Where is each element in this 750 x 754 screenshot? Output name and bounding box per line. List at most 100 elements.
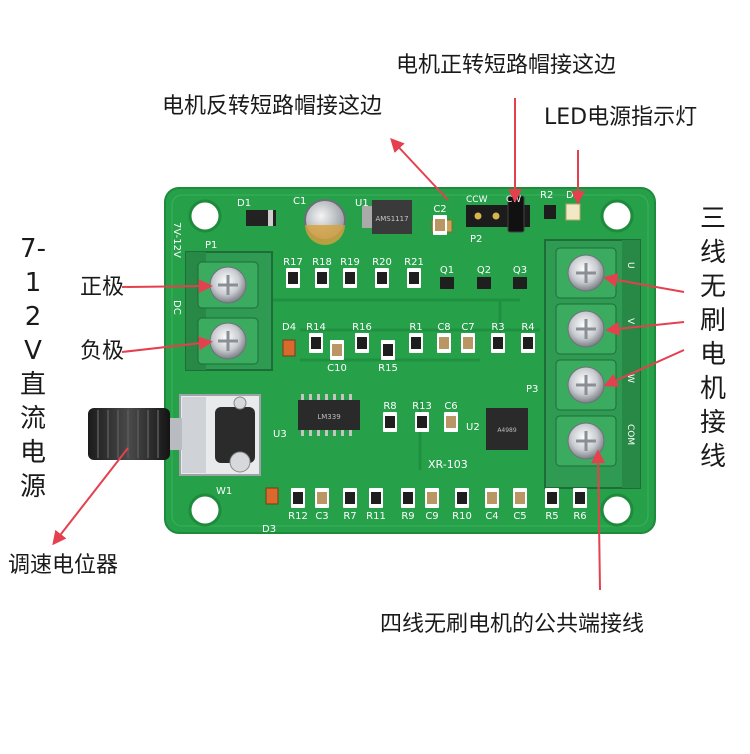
smd-component	[433, 215, 447, 235]
connector-label: P3	[526, 384, 538, 395]
component-label: R8	[383, 401, 396, 412]
diode-d4	[282, 339, 296, 357]
connector-label: P2	[470, 234, 482, 245]
forward-jumper-label: 电机正转短路帽接这边	[396, 53, 617, 78]
component-label: C3	[315, 511, 328, 522]
smd-component	[409, 333, 423, 353]
smd-component	[291, 488, 305, 508]
smd-component	[375, 268, 389, 288]
component-label: R1	[409, 322, 422, 333]
ic-label: U2	[466, 422, 480, 433]
arrow-negative	[121, 336, 213, 353]
voltage-regulator: AMS1117	[362, 200, 412, 234]
smd-component	[573, 488, 587, 508]
component-label: R19	[340, 257, 360, 268]
component-label: R4	[521, 322, 534, 333]
component-label: R20	[372, 257, 392, 268]
component-label: R11	[366, 511, 386, 522]
direction-jumper	[466, 195, 530, 233]
dc-silk: DC	[171, 300, 182, 315]
arrow-three-wire-u	[603, 273, 685, 293]
smd-component	[455, 488, 469, 508]
smd-component	[415, 412, 429, 432]
board-model: XR-103	[428, 458, 468, 471]
diode-label: D4	[282, 322, 296, 333]
positive-label: 正极	[80, 275, 125, 300]
smd-component	[355, 333, 369, 353]
smd-component	[315, 268, 329, 288]
transistor-label: Q3	[513, 265, 527, 276]
component-label: C8	[437, 322, 450, 333]
component-label: C9	[425, 511, 438, 522]
mounting-hole	[188, 493, 222, 527]
speed-pot-label: 调速电位器	[8, 553, 119, 578]
ic-label: U1	[355, 198, 369, 209]
pot-label: W1	[216, 486, 232, 497]
motor-pin-label: W	[625, 374, 635, 383]
motor-driver-ic: A4989	[486, 408, 528, 450]
potentiometer	[88, 394, 261, 476]
diode-label: D1	[237, 198, 251, 209]
smd-component	[343, 268, 357, 288]
three-wire-label: 三线无刷电机接线	[699, 204, 726, 472]
component-label: R3	[491, 322, 504, 333]
transistor	[477, 277, 491, 289]
smd-component	[491, 333, 505, 353]
jumper-cw-label: CW	[506, 195, 521, 205]
component-label: R10	[452, 511, 472, 522]
svg-text:AMS1117: AMS1117	[375, 215, 408, 223]
component-label: R16	[352, 322, 372, 333]
mounting-hole	[188, 199, 222, 233]
component-label: C7	[461, 322, 474, 333]
smd-component	[444, 412, 458, 432]
connector-label: P1	[205, 240, 217, 251]
power-led	[565, 203, 581, 221]
smd-component	[309, 333, 323, 353]
smd-component	[369, 488, 383, 508]
diode-d3	[265, 487, 279, 505]
voltage-label: 7-12V直流电源	[19, 234, 46, 502]
smd-component	[315, 488, 329, 508]
smd-component	[437, 333, 451, 353]
component-label: R13	[412, 401, 432, 412]
jumper-ccw-label: CCW	[466, 195, 488, 205]
component-label: C6	[444, 401, 457, 412]
capacitor-label: C1	[293, 196, 306, 207]
arrow-four-wire-common	[591, 449, 606, 591]
smd-component	[425, 488, 439, 508]
power-terminal-block	[185, 251, 273, 371]
component-label: C10	[327, 363, 347, 374]
motor-pin-label: V	[625, 318, 635, 325]
arrow-three-wire-v	[605, 321, 685, 336]
smd-component	[407, 268, 421, 288]
component-label: R17	[283, 257, 303, 268]
smd-component	[343, 488, 357, 508]
smd-component	[383, 412, 397, 432]
diode-label: D3	[262, 524, 276, 535]
mounting-hole	[600, 199, 634, 233]
svg-text:LM339: LM339	[317, 413, 340, 421]
component-label: R14	[306, 322, 326, 333]
component-label: R9	[401, 511, 414, 522]
arrow-reverse-jumper	[390, 137, 449, 201]
transistor-label: Q1	[440, 265, 454, 276]
smd-component	[401, 488, 415, 508]
power-silk: 7V-12V	[171, 222, 182, 258]
smd-component	[286, 268, 300, 288]
component-label: R15	[378, 363, 398, 374]
led-indicator-label: LED电源指示灯	[544, 105, 698, 130]
annotation-arrows	[52, 98, 685, 591]
component-label: C2	[433, 204, 446, 215]
transistor-label: Q2	[477, 265, 491, 276]
arrow-speed-pot	[52, 447, 129, 546]
component-label: R21	[404, 257, 424, 268]
smd-component	[513, 488, 527, 508]
smd-component	[461, 333, 475, 353]
comparator-ic: LM339	[298, 394, 360, 436]
component-label: C5	[513, 511, 526, 522]
smd-component	[521, 333, 535, 353]
svg-text:A4989: A4989	[497, 427, 517, 434]
arrow-three-wire-w	[603, 349, 685, 387]
